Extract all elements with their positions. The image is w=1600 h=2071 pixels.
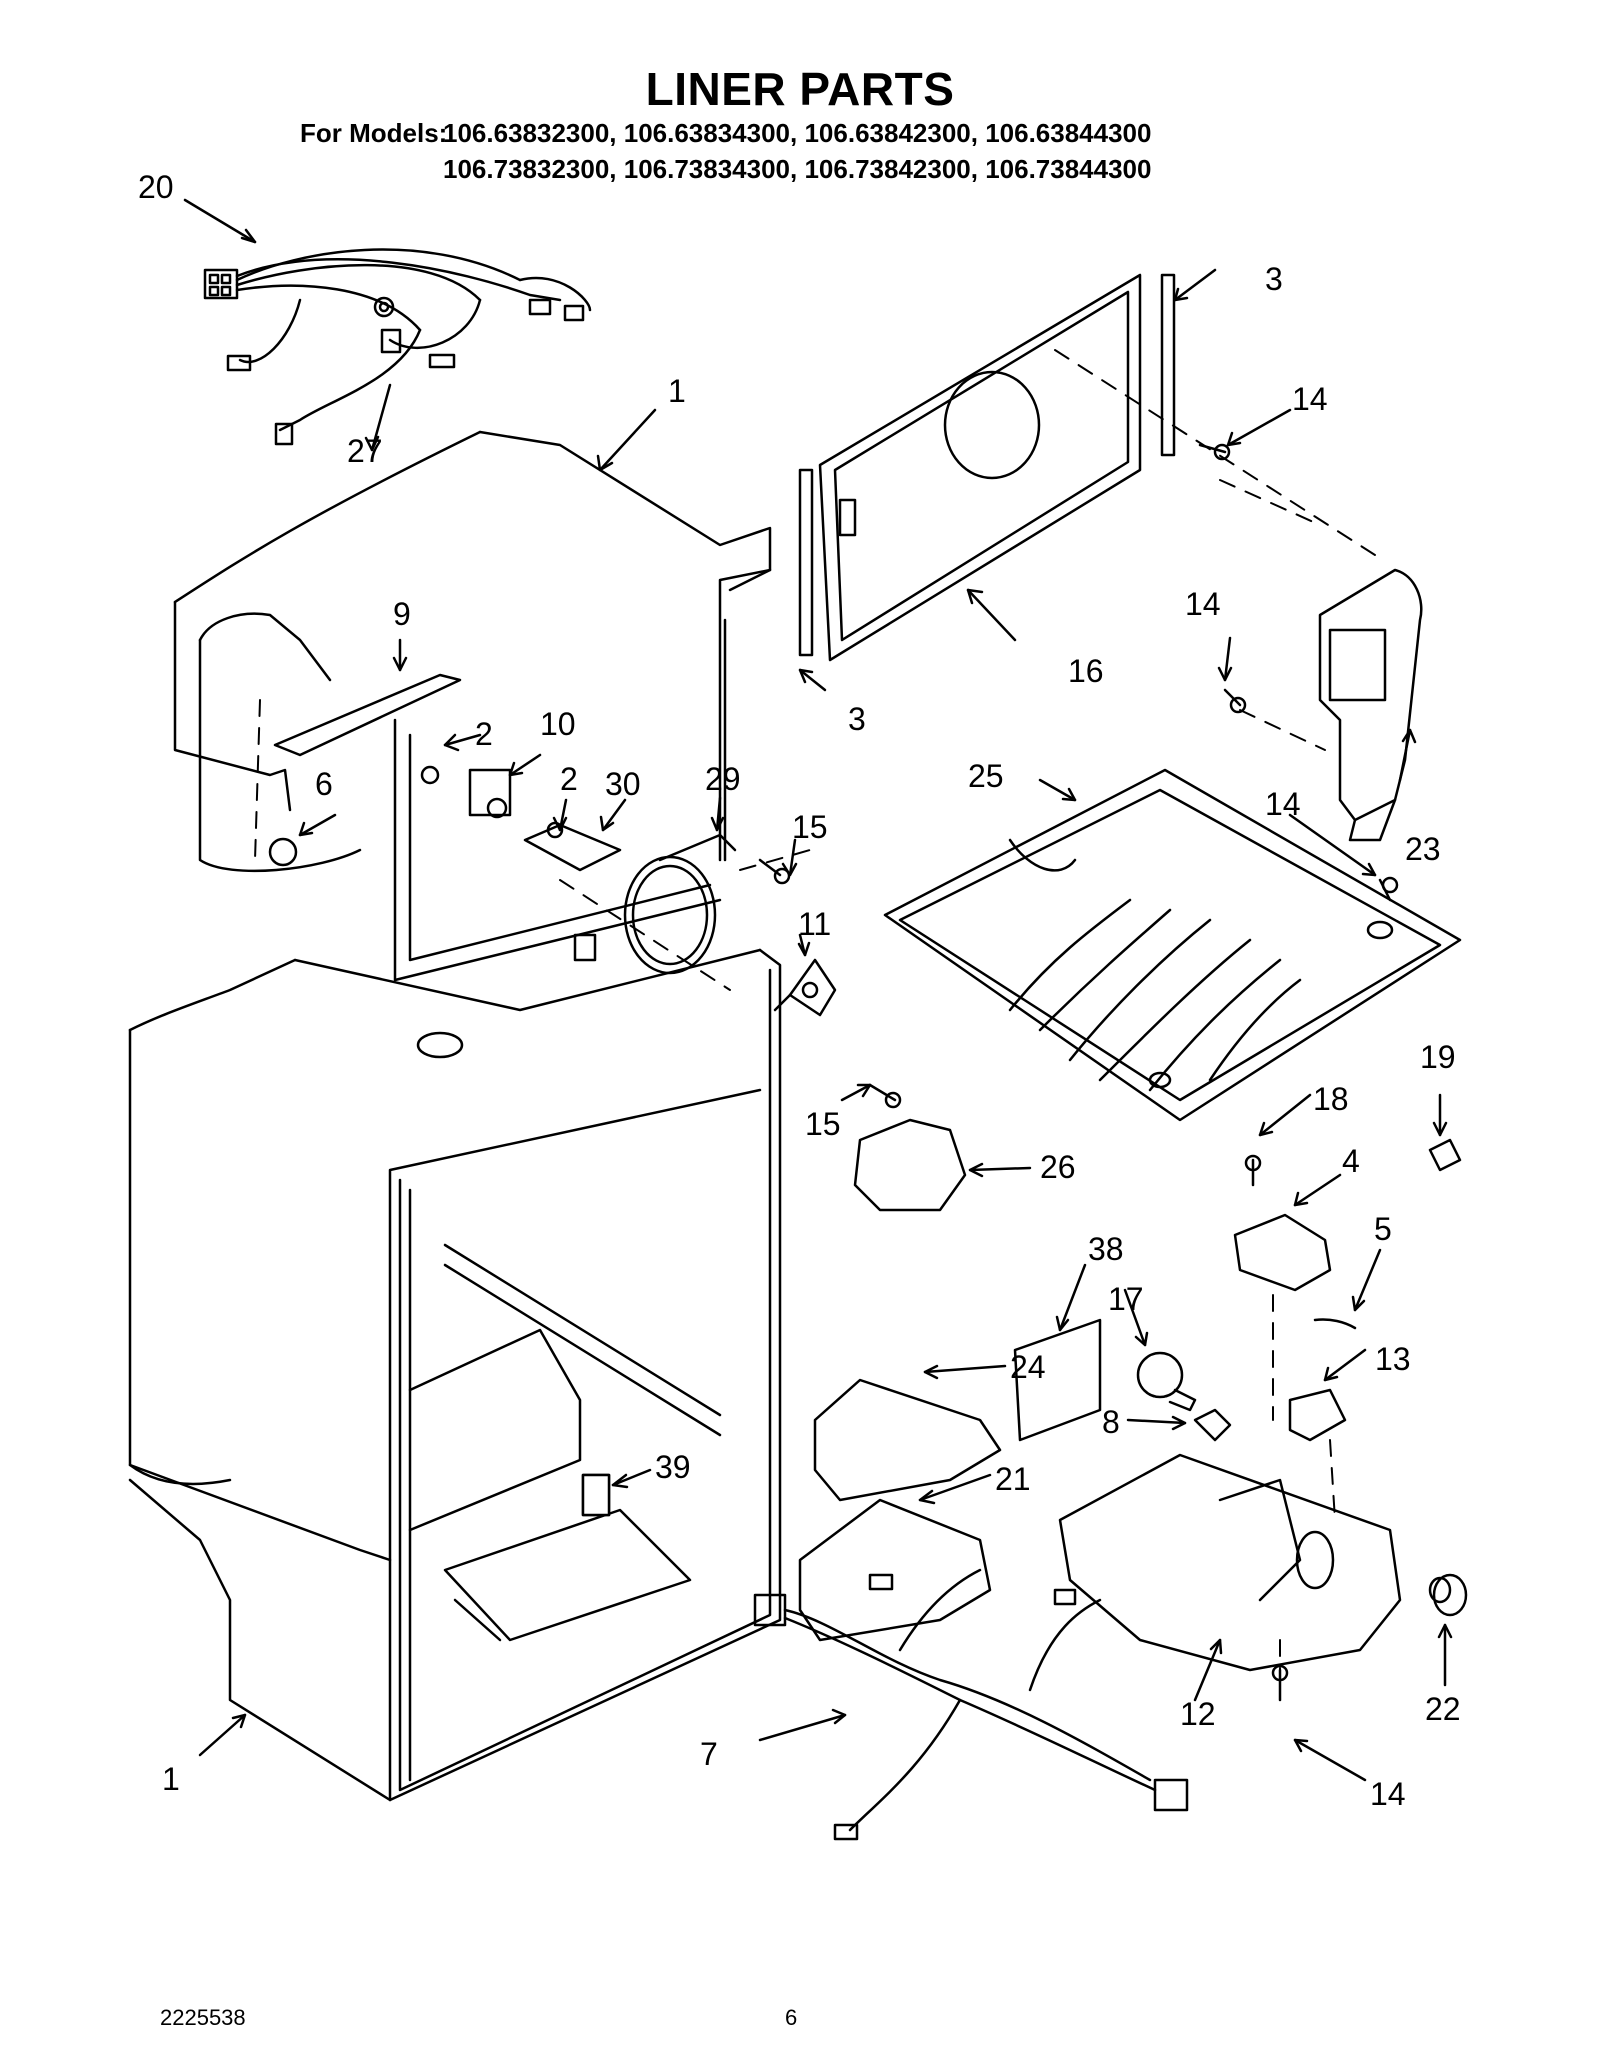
callout-1-lower: 1 bbox=[162, 1761, 180, 1797]
page-number: 6 bbox=[785, 2005, 798, 2030]
damper-assembly bbox=[268, 673, 737, 975]
foam-block bbox=[1013, 1318, 1102, 1442]
callout-6: 6 bbox=[315, 766, 333, 802]
callout-30: 30 bbox=[605, 766, 641, 802]
callout-15-b: 15 bbox=[805, 1106, 841, 1142]
callout-3-upper: 3 bbox=[1265, 261, 1283, 297]
callout-26: 26 bbox=[1040, 1149, 1076, 1185]
callout-14-a: 14 bbox=[1292, 381, 1328, 417]
callout-9: 9 bbox=[393, 596, 411, 632]
callout-7: 7 bbox=[700, 1736, 718, 1772]
leader-lines bbox=[183, 198, 1453, 1782]
thermostat bbox=[1288, 1388, 1347, 1442]
callout-8: 8 bbox=[1102, 1404, 1120, 1440]
callout-14-d: 14 bbox=[1370, 1776, 1406, 1812]
control-housing bbox=[813, 1378, 1002, 1502]
callout-17: 17 bbox=[1108, 1281, 1144, 1317]
callout-5: 5 bbox=[1374, 1211, 1392, 1247]
fan-blade bbox=[773, 958, 837, 1017]
page-title: LINER PARTS bbox=[645, 63, 955, 115]
callout-27: 27 bbox=[347, 433, 383, 469]
callout-13: 13 bbox=[1375, 1341, 1411, 1377]
callout-2-a: 2 bbox=[475, 716, 493, 752]
wire-harness-top bbox=[203, 248, 592, 446]
document-number: 2225538 bbox=[160, 2005, 246, 2030]
screws bbox=[758, 443, 1399, 1702]
air-duct-panel bbox=[798, 273, 1176, 662]
damper-control-box bbox=[853, 1118, 967, 1212]
callout-29: 29 bbox=[705, 761, 741, 797]
callout-38: 38 bbox=[1088, 1231, 1124, 1267]
callout-24: 24 bbox=[1010, 1349, 1046, 1385]
callout-3-lower: 3 bbox=[848, 701, 866, 737]
light-socket bbox=[1193, 1408, 1232, 1442]
callout-4: 4 bbox=[1342, 1143, 1360, 1179]
callout-labels: 20 27 1 3 14 9 2 10 6 2 30 29 15 16 3 14… bbox=[138, 169, 1461, 1812]
callout-12: 12 bbox=[1180, 1696, 1216, 1732]
callout-23: 23 bbox=[1405, 831, 1441, 867]
callout-15-a: 15 bbox=[792, 809, 828, 845]
drain-pan bbox=[883, 768, 1462, 1122]
callout-21: 21 bbox=[995, 1461, 1031, 1497]
callout-19: 19 bbox=[1420, 1039, 1456, 1075]
defrost-timer bbox=[1233, 1213, 1332, 1292]
model-numbers-line-2: 106.73832300, 106.73834300, 106.73842300… bbox=[443, 154, 1152, 184]
callout-22: 22 bbox=[1425, 1691, 1461, 1727]
timer-clip bbox=[1313, 1318, 1357, 1330]
control-box bbox=[1058, 1453, 1402, 1672]
wire-harness-bottom bbox=[753, 1568, 1189, 1841]
control-tray bbox=[798, 1498, 992, 1642]
callout-2-b: 2 bbox=[560, 761, 578, 797]
callout-25: 25 bbox=[968, 758, 1004, 794]
callout-16: 16 bbox=[1068, 653, 1104, 689]
callout-11: 11 bbox=[798, 906, 831, 942]
light-bulb bbox=[1136, 1351, 1197, 1412]
callout-18: 18 bbox=[1313, 1081, 1349, 1117]
drain-cap bbox=[581, 1473, 611, 1517]
fresh-food-liner bbox=[128, 948, 782, 1802]
callout-14-c: 14 bbox=[1265, 786, 1301, 822]
callout-14-b: 14 bbox=[1185, 586, 1221, 622]
air-duct-cover bbox=[1318, 568, 1423, 842]
callout-20: 20 bbox=[138, 169, 174, 205]
freezer-liner bbox=[173, 430, 772, 982]
callout-1-upper: 1 bbox=[668, 373, 686, 409]
model-numbers-line-1: 106.63832300, 106.63834300, 106.63842300… bbox=[443, 118, 1152, 148]
models-label: For Models: bbox=[300, 118, 448, 148]
clip bbox=[1428, 1138, 1462, 1172]
callout-39: 39 bbox=[655, 1449, 691, 1485]
callout-10: 10 bbox=[540, 706, 576, 742]
control-knob bbox=[1428, 1573, 1468, 1617]
